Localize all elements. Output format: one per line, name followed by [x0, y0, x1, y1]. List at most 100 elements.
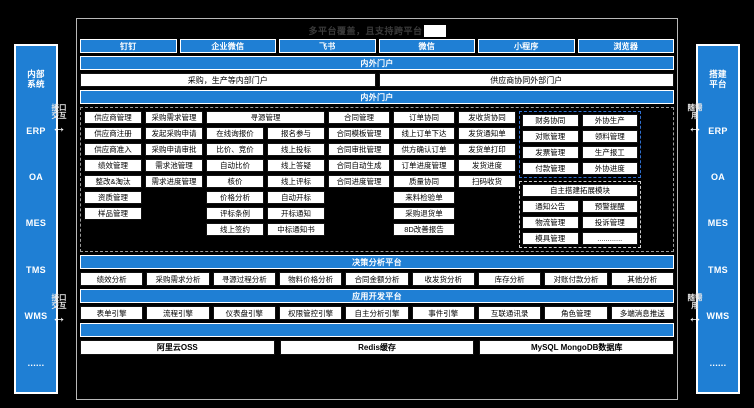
page-title: 多平台覆盖，且支持跨平台 [308, 26, 423, 36]
module-sourcing-r0[interactable]: 报名参与 [267, 127, 325, 140]
decision-item-3[interactable]: 物料价格分析 [278, 272, 343, 286]
group-extend-header: 自主搭建拓展模块 [522, 184, 638, 197]
cluster-finance-outsourcing: 财务协同 对账管理 发票管理 付款管理 外协生产 领料管理 生产报工 外协进度 [519, 111, 641, 248]
infra-item-redis[interactable]: Redis缓存 [279, 340, 475, 355]
app-item-1[interactable]: 流程引擎 [146, 306, 210, 320]
app-item-0[interactable]: 表单引擎 [80, 306, 144, 320]
module-finance-2[interactable]: 发票管理 [522, 146, 579, 159]
module-sourcing-l2[interactable]: 自动比价 [206, 159, 264, 172]
portal-external[interactable]: 供应商协同外部门户 [378, 73, 674, 87]
module-supplier-2[interactable]: 供应商准入 [84, 143, 142, 156]
app-item-6[interactable]: 互联通讯录 [477, 306, 542, 320]
channel-button-miniprogram[interactable]: 小程序 [478, 39, 575, 53]
module-order-2[interactable]: 供方确认订单 [393, 143, 455, 156]
module-sourcing-r2[interactable]: 线上答疑 [267, 159, 325, 172]
module-demand-2[interactable]: 采购申请审批 [145, 143, 203, 156]
decision-item-1[interactable]: 采购需求分析 [146, 272, 210, 286]
module-demand-1[interactable]: 发起采购申请 [145, 127, 203, 140]
module-extend-r2[interactable]: ............ [581, 232, 638, 245]
module-sourcing-l5[interactable]: 评标条例 [206, 207, 264, 220]
subcolumn-extend-right: 预警提醒 投诉管理 ............ [581, 200, 638, 245]
module-delivery-4[interactable]: 扫码收货 [458, 175, 516, 188]
infra-item-oss[interactable]: 阿里云OSS [80, 340, 275, 355]
module-order-7[interactable]: 8D改善报告 [393, 223, 455, 236]
infrastructure-layer: 阿里云OSS Redis缓存 MySQL MongoDB数据库 [80, 323, 675, 355]
module-sourcing-l1[interactable]: 比价、竞价 [206, 143, 264, 156]
module-outsourcing-3[interactable]: 外协进度 [581, 162, 638, 175]
platform-frame: 多平台覆盖，且支持跨平台 钉钉 企业微信 飞书 微信 小程序 浏览器 内外门户 … [76, 18, 678, 400]
module-finance-header: 财务协同 [522, 114, 579, 127]
app-item-5[interactable]: 事件引擎 [411, 306, 475, 320]
decision-item-2[interactable]: 寻源过程分析 [212, 272, 276, 286]
portal-band-1-wrap: 内外门户 [80, 56, 674, 70]
module-outsourcing-2[interactable]: 生产报工 [581, 146, 638, 159]
module-order-4[interactable]: 质量协同 [393, 175, 455, 188]
portal-internal[interactable]: 采购，生产等内部门户 [80, 73, 376, 87]
module-delivery-1[interactable]: 发货通知单 [458, 127, 516, 140]
decision-item-7[interactable]: 对账付款分析 [544, 272, 608, 286]
channel-button-wecom[interactable]: 企业微信 [179, 39, 276, 53]
decision-item-0[interactable]: 绩效分析 [80, 272, 144, 286]
module-finance-3[interactable]: 付款管理 [522, 162, 579, 175]
column-order-collaboration: 订单协同 线上订单下达 供方确认订单 订单进度管理 质量协同 来料检验单 采购退… [393, 111, 455, 236]
app-item-2[interactable]: 仪表盘引擎 [212, 306, 276, 320]
module-contract-3[interactable]: 合同自动生成 [328, 159, 390, 172]
double-arrow-icon: ↔ [51, 118, 67, 136]
group-sourcing-header: 寻源管理 [206, 111, 325, 124]
module-order-6[interactable]: 采购退货单 [393, 207, 455, 220]
app-item-7[interactable]: 角色管理 [544, 306, 608, 320]
infra-item-database[interactable]: MySQL MongoDB数据库 [479, 340, 675, 355]
module-extend-l0[interactable]: 通知公告 [522, 200, 579, 213]
module-sourcing-r6[interactable]: 中标通知书 [267, 223, 325, 236]
module-delivery-3[interactable]: 发货进度 [458, 159, 516, 172]
left-rail-internal-systems: 内部系统 ERP OA MES TMS WMS ...... [14, 44, 58, 394]
channel-button-dingtalk[interactable]: 钉钉 [80, 39, 177, 53]
module-contract-1[interactable]: 合同模板管理 [328, 127, 390, 140]
app-item-4[interactable]: 自主分析引擎 [345, 306, 409, 320]
module-demand-4[interactable]: 需求进度管理 [145, 175, 203, 188]
module-supplier-5[interactable]: 资质管理 [84, 191, 142, 204]
module-supplier-3[interactable]: 绩效管理 [84, 159, 142, 172]
diagram-title: 多平台覆盖，且支持跨平台 [80, 22, 674, 39]
module-order-3[interactable]: 订单进度管理 [393, 159, 455, 172]
module-order-1[interactable]: 线上订单下达 [393, 127, 455, 140]
channel-button-feishu[interactable]: 飞书 [279, 39, 376, 53]
column-delivery-collaboration: 发收货协同 发货通知单 发货单打印 发货进度 扫码收货 [458, 111, 516, 188]
module-extend-l2[interactable]: 模具管理 [522, 232, 579, 245]
channel-button-browser[interactable]: 浏览器 [577, 39, 674, 53]
module-demand-3[interactable]: 需求池管理 [145, 159, 203, 172]
module-extend-l1[interactable]: 物流管理 [522, 216, 579, 229]
module-sourcing-l6[interactable]: 线上签约 [206, 223, 264, 236]
module-sourcing-r3[interactable]: 线上评标 [267, 175, 325, 188]
module-contract-2[interactable]: 合同审批管理 [328, 143, 390, 156]
module-contract-4[interactable]: 合同进度管理 [328, 175, 390, 188]
app-item-8[interactable]: 多端消息推送 [610, 306, 674, 320]
module-delivery-2[interactable]: 发货单打印 [458, 143, 516, 156]
app-platform-items: 表单引擎 流程引擎 仪表盘引擎 权限管控引擎 自主分析引擎 事件引擎 互联通讯录… [80, 306, 674, 320]
module-supplier-1[interactable]: 供应商注册 [84, 127, 142, 140]
module-sourcing-l3[interactable]: 核价 [206, 175, 264, 188]
left-rail-item-6: ...... [27, 357, 45, 368]
channel-button-wechat[interactable]: 微信 [378, 39, 475, 53]
module-sourcing-r5[interactable]: 开标通知 [267, 207, 325, 220]
module-sourcing-r1[interactable]: 线上投标 [267, 143, 325, 156]
module-extend-r1[interactable]: 投诉管理 [581, 216, 638, 229]
connector-right-bottom-label: 随需用 [687, 293, 703, 311]
connector-right-top: 随需用 ↔ [680, 103, 710, 134]
module-extend-r0[interactable]: 预警提醒 [581, 200, 638, 213]
module-sourcing-l4[interactable]: 价格分析 [206, 191, 264, 204]
module-supplier-6[interactable]: 样品管理 [84, 207, 142, 220]
module-outsourcing-1[interactable]: 领料管理 [581, 130, 638, 143]
decision-item-5[interactable]: 收发货分析 [411, 272, 475, 286]
app-item-3[interactable]: 权限管控引擎 [278, 306, 343, 320]
portal-band-2-wrap: 内外门户 [80, 90, 674, 104]
decision-item-8[interactable]: 其他分析 [610, 272, 674, 286]
module-sourcing-l0[interactable]: 在线询报价 [206, 127, 264, 140]
decision-item-4[interactable]: 合同金额分析 [345, 272, 409, 286]
module-finance-1[interactable]: 对账管理 [522, 130, 579, 143]
right-rail-item-3: MES [707, 218, 729, 229]
module-sourcing-r4[interactable]: 自动开标 [267, 191, 325, 204]
module-supplier-4[interactable]: 整改&淘汰 [84, 175, 142, 188]
decision-item-6[interactable]: 库存分析 [477, 272, 542, 286]
module-order-5[interactable]: 来料检验单 [393, 191, 455, 204]
